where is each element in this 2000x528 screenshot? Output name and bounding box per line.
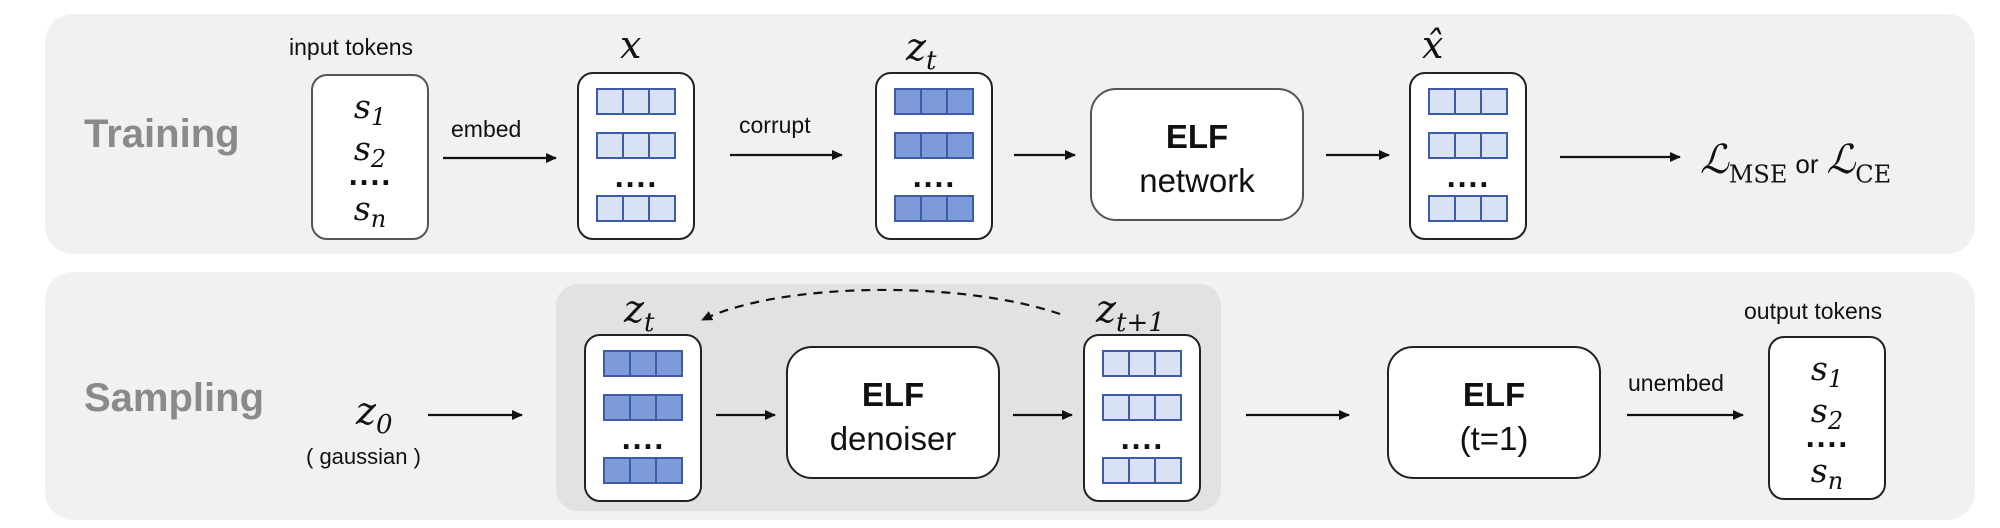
elf-network-title: ELF — [1165, 118, 1229, 155]
zt1-vector-n — [1102, 457, 1182, 484]
szt-ellipsis: .... — [621, 426, 665, 456]
embed-label: embed — [451, 116, 522, 142]
output-tokens-label: output tokens — [1744, 298, 1883, 324]
token-n: sn — [353, 189, 387, 234]
zt1-vector-1 — [1102, 350, 1182, 377]
szt-vector-1 — [603, 350, 683, 377]
out-token-2: s2 — [1810, 391, 1844, 436]
input-tokens-box: s1 s2 .... sn — [311, 74, 429, 240]
corrupt-label: corrupt — [739, 112, 811, 138]
x-vector-2 — [596, 132, 676, 159]
elf-final-subtitle: (t=1) — [1459, 420, 1529, 457]
szt-vector-2 — [603, 394, 683, 421]
xhat-box: .... — [1409, 72, 1527, 240]
out-token-n: sn — [1810, 451, 1844, 496]
token-ellipsis: .... — [348, 162, 392, 192]
zt1-label: zt+1 — [1096, 287, 1165, 339]
gaussian-label: ( gaussian ) — [306, 444, 421, 469]
sampling-zt-label: zt — [624, 287, 655, 339]
xhat-vector-2 — [1428, 132, 1508, 159]
elf-final-title: ELF — [1462, 376, 1526, 413]
input-tokens-label: input tokens — [289, 34, 414, 60]
xhat-ellipsis: .... — [1446, 164, 1490, 194]
zt-training-box: .... — [875, 72, 993, 240]
xhat-label: x̂ — [1422, 23, 1444, 67]
zt1-vector-2 — [1102, 394, 1182, 421]
sampling-zt-box: .... — [584, 334, 702, 502]
zt-label: zt — [906, 25, 937, 77]
sampling-label: Sampling — [84, 376, 265, 420]
token-2: s2 — [353, 129, 387, 174]
unembed-label: unembed — [1628, 370, 1724, 396]
x-vector-1 — [596, 88, 676, 115]
output-tokens-box: s1 s2 .... sn — [1768, 336, 1886, 500]
elf-denoiser-subtitle: denoiser — [829, 420, 957, 457]
arrow-loop-back — [701, 288, 1061, 321]
xhat-vector-n — [1428, 195, 1508, 222]
x-ellipsis: .... — [614, 164, 658, 194]
zt-ellipsis: .... — [912, 164, 956, 194]
zt1-box: .... — [1083, 334, 1201, 502]
token-1: s1 — [353, 87, 387, 132]
x-label: x — [620, 23, 642, 67]
x-embeddings-box: .... — [577, 72, 695, 240]
xhat-vector-1 — [1428, 88, 1508, 115]
training-label: Training — [84, 112, 240, 156]
elf-denoiser-block: ELF denoiser — [786, 346, 1000, 479]
elf-denoiser-title: ELF — [861, 376, 925, 413]
z0-label: z0 — [356, 389, 393, 441]
elf-final-block: ELF (t=1) — [1387, 346, 1601, 479]
szt-vector-n — [603, 457, 683, 484]
out-token-1: s1 — [1810, 349, 1844, 394]
zt-vector-1 — [894, 88, 974, 115]
elf-network-block: ELF network — [1090, 88, 1304, 221]
zt1-ellipsis: .... — [1120, 426, 1164, 456]
elf-network-subtitle: network — [1139, 162, 1255, 199]
x-vector-n — [596, 195, 676, 222]
zt-vector-n — [894, 195, 974, 222]
out-token-ellipsis: .... — [1805, 424, 1849, 454]
zt-vector-2 — [894, 132, 974, 159]
